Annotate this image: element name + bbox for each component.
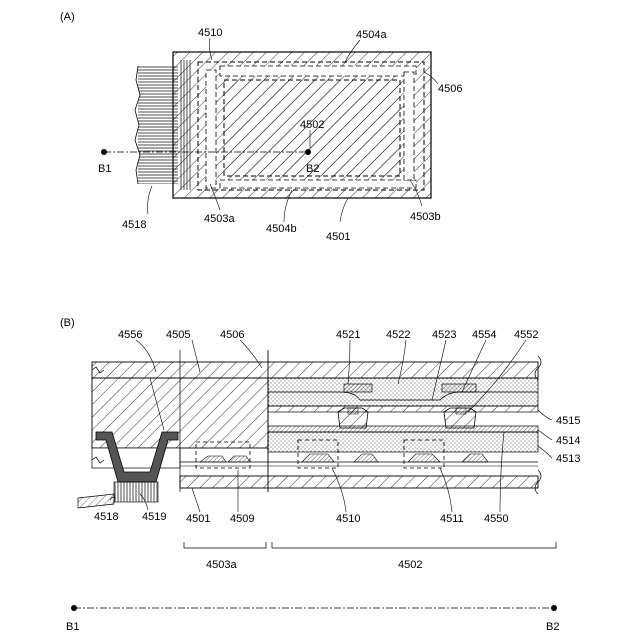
b1-point-plan	[101, 149, 107, 155]
label-4505: 4505	[166, 329, 190, 341]
label-4550: 4550	[484, 513, 508, 525]
b1-point	[71, 605, 77, 611]
label-4515: 4515	[556, 415, 580, 427]
label-4502: 4502	[300, 119, 324, 131]
bracket-4502	[272, 542, 556, 548]
label-4556: 4556	[118, 329, 142, 341]
fpc-4518-plan	[135, 66, 178, 184]
label-4522: 4522	[386, 329, 410, 341]
signal-driver-4503b	[404, 72, 414, 180]
label-b2: B2	[546, 621, 559, 633]
b2-point-plan	[305, 149, 311, 155]
label-4523: 4523	[432, 329, 456, 341]
label-4503a: 4503a	[204, 213, 235, 225]
bracket-4503a	[184, 542, 266, 548]
label-4503a-b: 4503a	[206, 559, 237, 571]
label-4510-b: 4510	[336, 513, 360, 525]
layer-4514	[268, 426, 538, 432]
label-4506: 4506	[438, 83, 462, 95]
label-4519: 4519	[142, 511, 166, 523]
label-4511: 4511	[440, 513, 464, 525]
panel-a-label: (A)	[60, 11, 75, 23]
terminal-lines	[180, 60, 192, 190]
label-4510: 4510	[198, 27, 222, 39]
element-substrate-4501	[180, 476, 538, 488]
label-4506-b: 4506	[220, 329, 244, 341]
panel-b: (B)	[60, 317, 580, 633]
fpc-4518	[78, 494, 114, 508]
tft-details	[200, 454, 488, 462]
scan-driver-4504a	[220, 66, 416, 76]
panel-b-label: (B)	[60, 317, 75, 329]
counter-substrate-4506	[92, 362, 538, 378]
label-4518: 4518	[122, 219, 146, 231]
layer-4515	[268, 406, 538, 412]
label-4503b: 4503b	[410, 211, 441, 223]
label-4501: 4501	[326, 231, 350, 243]
label-4501-b: 4501	[186, 513, 210, 525]
label-4502-b: 4502	[398, 559, 422, 571]
label-b1-plan: B1	[98, 163, 111, 175]
layer-4513	[268, 432, 538, 452]
label-4513: 4513	[556, 453, 580, 465]
label-4552: 4552	[514, 329, 538, 341]
label-b2-plan: B2	[306, 163, 319, 175]
label-4554: 4554	[472, 329, 496, 341]
b2-point	[551, 605, 557, 611]
label-4504b: 4504b	[266, 223, 297, 235]
label-b1: B1	[66, 621, 79, 633]
acf-4519	[114, 482, 158, 502]
label-4514: 4514	[556, 435, 580, 447]
label-4518-b: 4518	[94, 511, 118, 523]
label-4521: 4521	[336, 329, 360, 341]
panel-a: (A)	[60, 11, 462, 243]
label-4504a: 4504a	[356, 29, 387, 41]
signal-driver-4503a	[206, 70, 216, 188]
scan-driver-4504b	[220, 180, 416, 188]
label-4509: 4509	[230, 513, 254, 525]
